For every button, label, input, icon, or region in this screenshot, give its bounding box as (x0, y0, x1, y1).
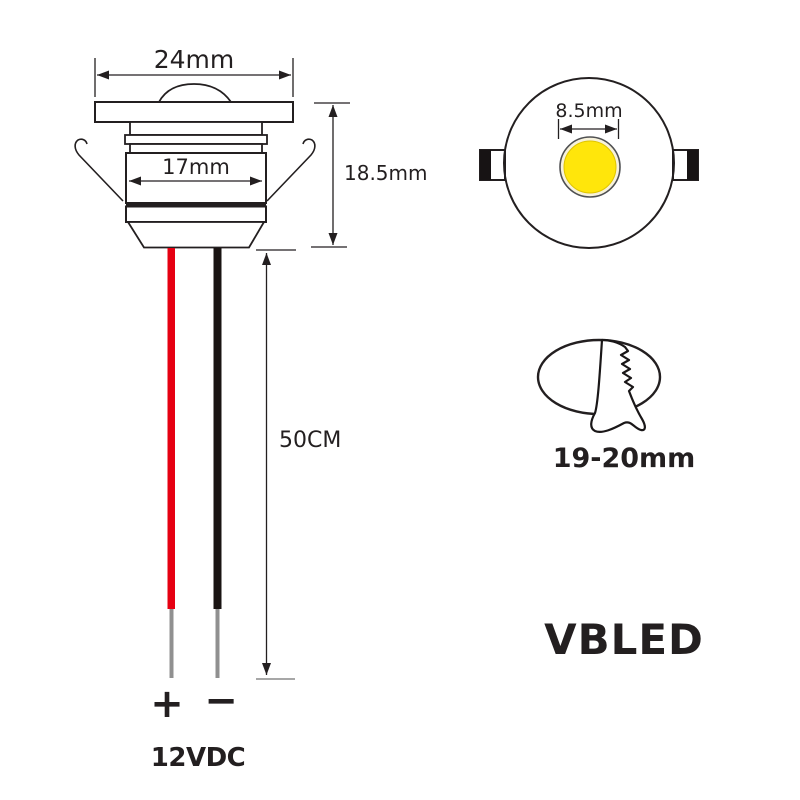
polarity-plus-label: + (150, 681, 184, 727)
wire-negative (213, 248, 222, 609)
cutout-view-drawing: 19-20mm (536, 338, 696, 474)
front-view-drawing: 8.5mm (479, 77, 699, 249)
body-ridge (124, 134, 268, 145)
led-chip (563, 140, 617, 194)
drill-cut-shape (590, 338, 646, 433)
dimension-18-5mm: 18.5mm (311, 102, 428, 248)
dimension-8-5mm: 8.5mm (555, 100, 623, 139)
spring-clip-left (74, 138, 124, 202)
dimension-17mm: 17mm (129, 155, 262, 186)
height-label: 18.5mm (344, 161, 428, 185)
flange-width-label: 24mm (154, 45, 235, 74)
brand-logo: VBLED (544, 615, 704, 664)
mounting-flange (94, 101, 294, 123)
side-view-drawing: 24mm 17mm 18.5mm (74, 45, 428, 773)
wire-positive (167, 248, 175, 609)
body-lower-ring (125, 205, 267, 223)
cable-length-label: 50CM (279, 428, 341, 453)
dimension-24mm: 24mm (94, 45, 294, 97)
wire-negative-tip (215, 609, 220, 678)
hole-diameter-label: 19-20mm (553, 443, 696, 474)
lens-dome (158, 83, 232, 103)
mounting-tab-right-contact (687, 150, 698, 180)
connection-wires (167, 248, 222, 678)
voltage-label: 12VDC (151, 743, 245, 773)
mounting-tab-left-contact (480, 150, 491, 180)
base-cone (126, 221, 266, 249)
spring-clip-right (266, 138, 316, 202)
wire-positive-tip (169, 609, 174, 678)
neck-upper (129, 121, 263, 136)
led-diameter-label: 8.5mm (555, 100, 622, 122)
dimension-50cm: 50CM (256, 249, 341, 680)
body-width-label: 17mm (162, 155, 230, 179)
polarity-minus-label: − (204, 678, 238, 724)
fixture-face-circle (503, 77, 675, 249)
neck-lower (129, 143, 263, 154)
